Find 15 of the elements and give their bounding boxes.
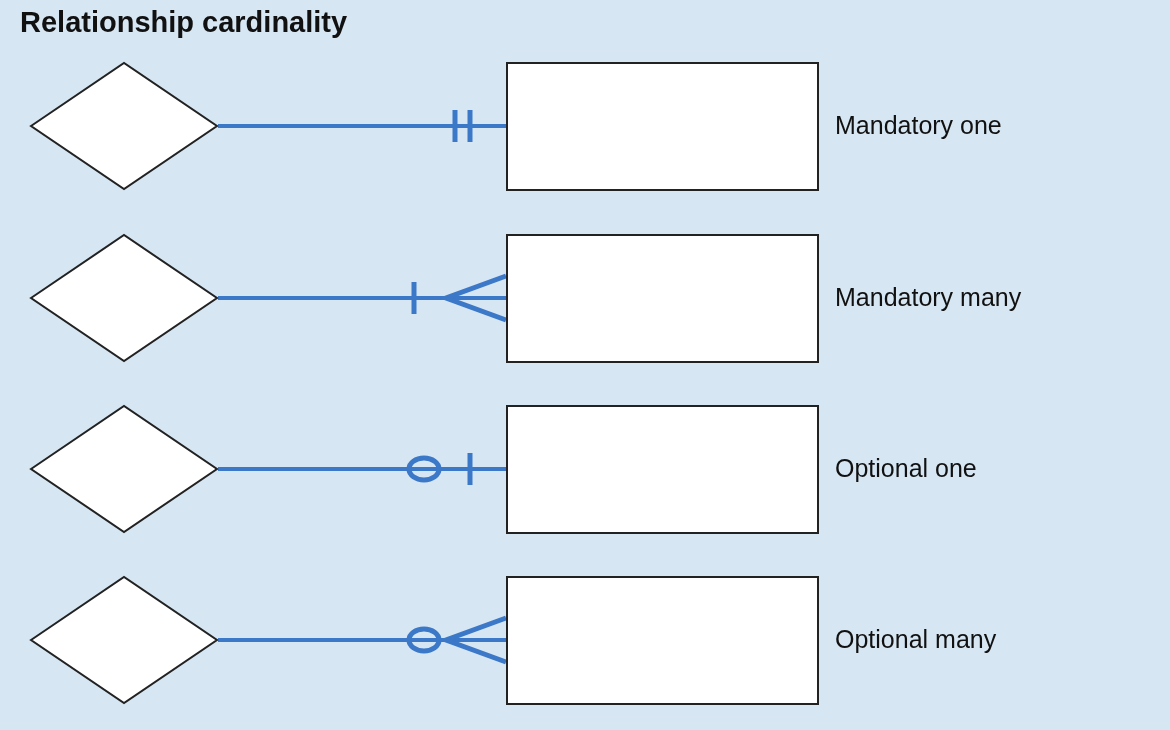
entity-box [506,234,819,363]
relationship-line [218,450,506,488]
entity-box [506,405,819,534]
cardinality-label: Optional one [835,453,977,483]
cardinality-label: Mandatory one [835,110,1002,140]
diagram-title: Relationship cardinality [20,6,348,39]
relationship-line [218,107,506,145]
relationship-diamond [30,62,218,190]
relationship-diamond [30,234,218,362]
entity-box [506,62,819,191]
relationship-diamond [30,405,218,533]
cardinality-label: Optional many [835,624,997,654]
cardinality-label: Mandatory many [835,282,1022,312]
relationship-diamond [30,576,218,704]
entity-box [506,576,819,705]
